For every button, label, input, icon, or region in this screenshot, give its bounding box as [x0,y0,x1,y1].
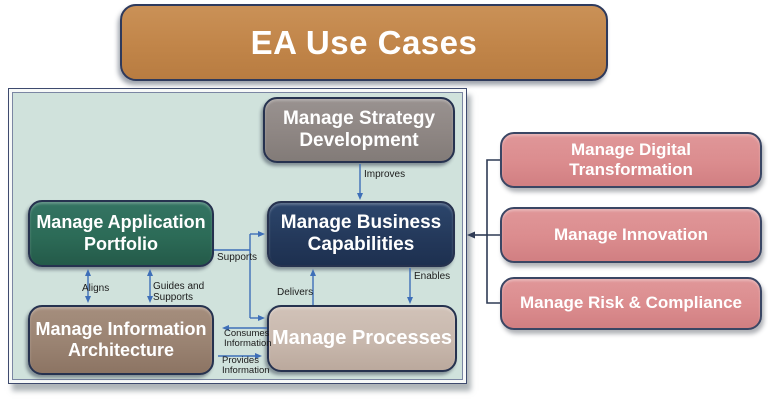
guides-and-supports-label: Guides and Supports [153,281,205,303]
delivers-label: Delivers [277,287,314,298]
provides-information-label: Provides Information [222,355,270,377]
node-manage-information-architecture: Manage Information Architecture [28,305,214,375]
consumes-information-label: Consumes Information [224,328,272,350]
diagram-title: EA Use Cases [120,4,608,81]
node-manage-innovation: Manage Innovation [500,207,762,263]
node-manage-application-portfolio: Manage Application Portfolio [28,200,214,267]
node-manage-strategy-development: Manage Strategy Development [263,97,455,163]
node-manage-processes: Manage Processes [267,305,457,372]
supports-label: Supports [217,252,258,263]
improves-label: Improves [364,169,406,180]
external-bracket [486,159,500,304]
node-manage-digital-transformation: Manage Digital Transformation [500,132,762,188]
enables-label: Enables [414,271,451,282]
node-manage-business-capabilities: Manage Business Capabilities [267,201,455,267]
node-manage-risk-compliance: Manage Risk & Compliance [500,277,762,330]
aligns-label: Aligns [82,283,110,294]
